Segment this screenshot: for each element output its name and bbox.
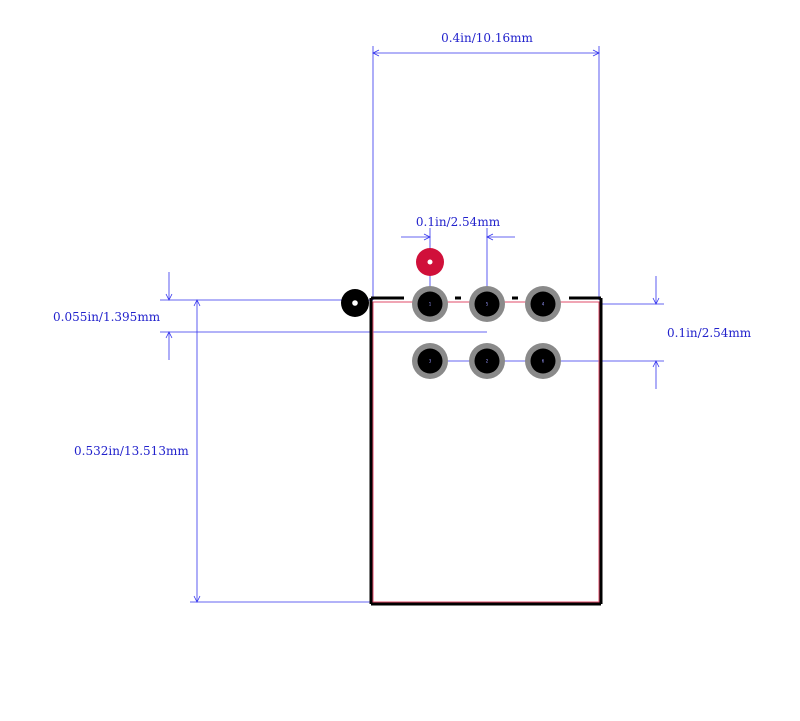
width-arrow-left — [372, 49, 380, 57]
width-label: 0.4in/10.16mm — [441, 31, 533, 45]
pads: 1 3 5 2 4 6 — [412, 286, 561, 379]
height-dimension: 0.532in/13.513mm — [74, 299, 370, 603]
width-arrow-right — [592, 49, 600, 57]
edge-offset-dimension: 0.055in/1.395mm — [53, 272, 487, 360]
width-dimension: 0.4in/10.16mm — [372, 31, 600, 300]
vpitch-arrow-top — [652, 297, 660, 305]
pad-6: 6 — [525, 343, 561, 379]
pad-number: 5 — [486, 302, 489, 307]
offset-arrow-bottom — [165, 331, 173, 339]
height-arrow-top — [193, 299, 201, 307]
pin1-marker-silkscreen — [341, 289, 369, 317]
pad-hole — [530, 348, 556, 374]
pad-5: 5 — [469, 286, 505, 322]
pad-hole — [417, 291, 443, 317]
pitch-arrow-right — [486, 233, 494, 241]
pad-1: 1 — [412, 286, 448, 322]
pad-2: 2 — [469, 343, 505, 379]
vpitch-arrow-bottom — [652, 360, 660, 368]
edge-offset-label: 0.055in/1.395mm — [53, 310, 161, 324]
pad-number: 2 — [486, 359, 489, 364]
pad-number: 6 — [542, 359, 545, 364]
pad-number: 3 — [429, 359, 432, 364]
pin1-red-dot-center — [427, 259, 433, 265]
body-outline — [369, 296, 603, 606]
pitch-vertical-label: 0.1in/2.54mm — [667, 326, 752, 340]
pad-number: 1 — [429, 302, 432, 307]
pitch-arrow-left — [423, 233, 431, 241]
pad-3: 3 — [412, 343, 448, 379]
pitch-horizontal-label: 0.1in/2.54mm — [416, 215, 501, 229]
pad-hole — [417, 348, 443, 374]
height-arrow-bottom — [193, 595, 201, 603]
height-label: 0.532in/13.513mm — [74, 444, 189, 458]
pad-hole — [530, 291, 556, 317]
pad-number: 4 — [542, 302, 545, 307]
offset-arrow-top — [165, 293, 173, 301]
pad-4: 4 — [525, 286, 561, 322]
pin1-dot-center — [352, 300, 358, 306]
pad-hole — [474, 291, 500, 317]
pin1-marker-assembly — [416, 248, 444, 276]
pad-hole — [474, 348, 500, 374]
